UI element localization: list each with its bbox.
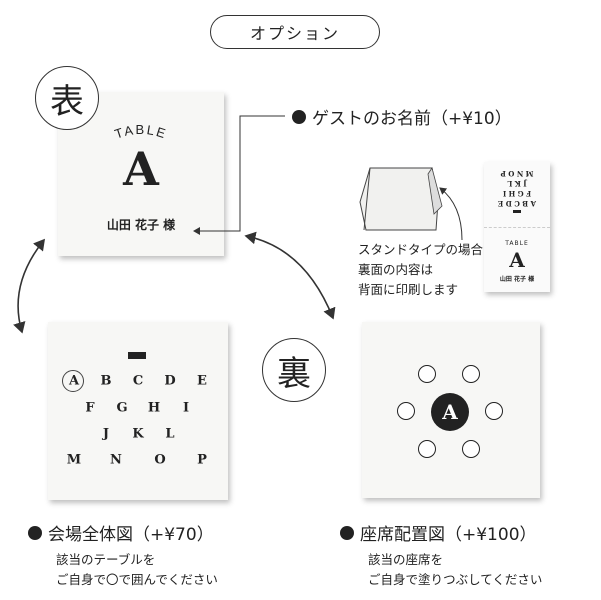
table-letter-k: K xyxy=(132,426,144,442)
table-letter-n: N xyxy=(110,452,122,468)
table-letter-f: F xyxy=(85,400,95,416)
guest-name-option: ゲストのお名前（+¥10） xyxy=(292,104,512,129)
seat-icon xyxy=(418,440,436,458)
venue-map-option: 会場全体図（+¥70） xyxy=(28,520,214,545)
table-letter-g: G xyxy=(116,400,128,416)
table-letter-a: A xyxy=(68,373,80,389)
front-back-arrow xyxy=(244,231,336,320)
seating-option: 座席配置図（+¥100） xyxy=(340,520,537,545)
mini-table-word: TABLE xyxy=(505,240,529,247)
center-table: A xyxy=(431,393,469,431)
table-letter-d: D xyxy=(164,373,176,389)
seat-icon xyxy=(397,402,415,420)
stand-note-line3: 背面に印刷します xyxy=(358,282,459,297)
venue-map-note: 該当のテーブルを ご自身で〇で囲んでください xyxy=(56,550,218,590)
back-badge-text: 裏 xyxy=(277,353,311,394)
seating-note-line1: 該当の座席を xyxy=(368,552,444,567)
bullet-icon xyxy=(340,525,354,540)
mini-divider xyxy=(484,227,550,228)
front-venue-arrow xyxy=(13,238,45,334)
venue-map-note-line2: ご自身で〇で囲んでください xyxy=(56,572,218,587)
table-letter-o: O xyxy=(154,452,166,468)
seating-note: 該当の座席を ご自身で塗りつぶしてください xyxy=(368,550,542,590)
bullet-icon xyxy=(292,109,306,124)
back-badge: 裏 xyxy=(262,338,326,402)
option-title-pill: オプション xyxy=(210,15,380,49)
mini-bar xyxy=(513,210,521,213)
stage-bar xyxy=(128,352,146,359)
front-badge-text: 表 xyxy=(50,81,84,122)
svg-text:TABLE: TABLE xyxy=(113,122,169,142)
stand-illustration xyxy=(359,167,443,231)
table-letter-b: B xyxy=(100,373,112,389)
table-letter-m: M xyxy=(66,452,82,468)
circle-mark-icon xyxy=(62,370,84,392)
seat-icon xyxy=(485,402,503,420)
table-letter-h: H xyxy=(147,400,161,416)
bullet-icon xyxy=(28,525,42,540)
table-letter: A xyxy=(123,142,159,196)
stand-note: スタンドタイプの場合 裏面の内容は 背面に印刷します xyxy=(358,240,483,300)
guest-name: 山田 花子 様 xyxy=(106,218,176,232)
center-table-letter: A xyxy=(442,400,458,424)
seat-icon xyxy=(462,365,480,383)
table-letter-j: J xyxy=(102,426,110,442)
seating-option-label: 座席配置図（+¥100） xyxy=(360,525,537,545)
stand-note-line2: 裏面の内容は xyxy=(358,262,434,277)
table-letter-c: C xyxy=(132,373,144,389)
table-letter-p: P xyxy=(197,452,207,468)
guest-name-option-label: ゲストのお名前（+¥10） xyxy=(312,109,512,129)
table-letter-l: L xyxy=(165,426,175,442)
mini-name: 山田 花子 様 xyxy=(499,276,535,283)
venue-map-note-line1: 該当のテーブルを xyxy=(56,552,156,567)
venue-map-card: A B C D E F G H I J K L M N O P xyxy=(48,322,228,500)
option-title: オプション xyxy=(249,24,340,43)
table-letter-i: I xyxy=(182,400,190,416)
seat-icon xyxy=(462,440,480,458)
venue-map-option-label: 会場全体図（+¥70） xyxy=(48,525,214,545)
table-letter-e: E xyxy=(197,373,207,389)
table-arc-text: TABLE xyxy=(113,122,169,142)
seating-note-line2: ご自身で塗りつぶしてください xyxy=(368,572,543,587)
mini-letter: A xyxy=(509,248,525,272)
seating-card: A xyxy=(362,322,540,498)
stand-note-line1: スタンドタイプの場合 xyxy=(358,242,484,257)
front-badge: 表 xyxy=(35,66,99,130)
table-word: TABLE xyxy=(113,122,167,142)
seat-icon xyxy=(418,365,436,383)
